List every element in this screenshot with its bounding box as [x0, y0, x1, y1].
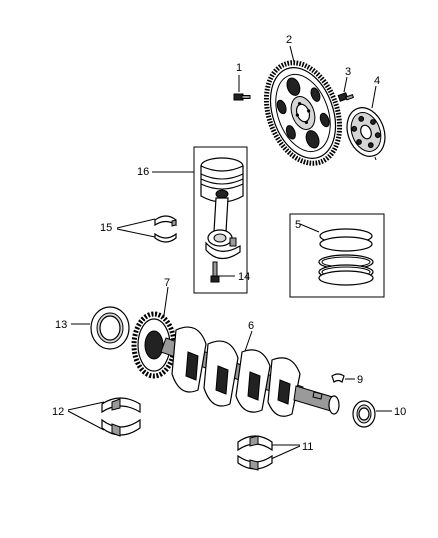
flexplate-part-2[interactable]	[253, 45, 352, 173]
rod-bolt-part-14[interactable]	[210, 261, 235, 283]
piston-rings-part-5[interactable]	[289, 213, 385, 298]
callout-1: 1	[236, 62, 242, 74]
callout-3: 3	[345, 66, 351, 78]
callout-4: 4	[374, 75, 380, 87]
key-part-9[interactable]	[331, 373, 355, 383]
callout-10: 10	[394, 406, 406, 418]
bolt-part-3[interactable]	[337, 76, 355, 102]
bearing-shell-part-15[interactable]	[116, 215, 177, 243]
piston-rod-part-16[interactable]	[152, 146, 248, 294]
thrust-bearing-part-11[interactable]	[237, 435, 301, 471]
callout-5: 5	[295, 219, 301, 231]
callout-9: 9	[357, 374, 363, 386]
callout-7: 7	[164, 277, 170, 289]
callout-16: 16	[137, 166, 149, 178]
callout-2: 2	[286, 34, 292, 46]
callout-11: 11	[302, 441, 313, 453]
callout-6: 6	[248, 320, 254, 332]
front-seal-part-10[interactable]	[352, 400, 392, 428]
rear-main-seal-part-13[interactable]	[71, 306, 130, 350]
callout-12: 12	[52, 406, 64, 418]
callout-13: 13	[55, 319, 67, 331]
callout-15: 15	[100, 222, 112, 234]
plate-part-4[interactable]	[341, 85, 392, 162]
bolt-part-1[interactable]	[233, 75, 251, 101]
main-bearing-part-12[interactable]	[67, 397, 141, 437]
callout-14: 14	[238, 271, 250, 283]
crankshaft-part-6[interactable]	[131, 311, 340, 417]
